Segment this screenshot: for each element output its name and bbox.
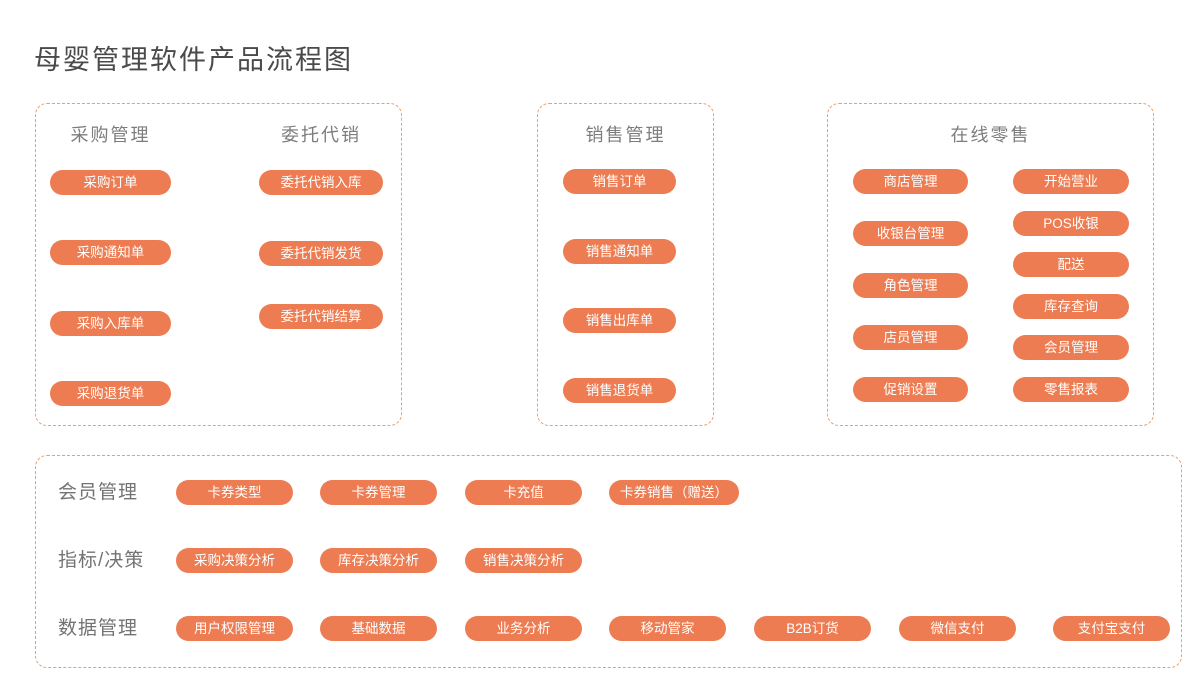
pill-card-coupon-sale-gift: 卡券销售（赠送） [609,480,739,505]
pill-sales-decision-analysis: 销售决策分析 [465,548,582,573]
row-member-management: 会员管理 卡券类型 卡券管理 卡充值 卡券销售（赠送） [36,480,1181,505]
pill-cashier-desk-management: 收银台管理 [853,221,968,246]
pill-sales-outbound: 销售出库单 [563,308,676,334]
pill-consign-shipment: 委托代销发货 [259,241,383,266]
pill-business-analysis: 业务分析 [465,616,582,641]
pill-consign-settlement: 委托代销结算 [259,304,383,329]
row-label-member-management: 会员管理 [58,482,139,503]
pill-sales-order: 销售订单 [563,169,676,194]
pill-card-recharge: 卡充值 [465,480,582,505]
row-label-data-management: 数据管理 [58,618,139,639]
pill-user-permission-management: 用户权限管理 [176,616,293,641]
pill-basic-data: 基础数据 [320,616,437,641]
pill-member-management: 会员管理 [1013,335,1129,361]
pill-sales-return: 销售退货单 [563,377,676,403]
section-header-sales: 销售管理 [585,125,666,145]
pill-card-coupon-type: 卡券类型 [176,480,293,505]
pill-stock-query: 库存查询 [1013,293,1129,319]
pill-delivery: 配送 [1013,252,1129,278]
section-header-online-retail: 在线零售 [950,125,1031,145]
panel-sales: 销售管理 销售订单 销售通知单 销售出库单 销售退货单 [537,103,714,426]
consignment-pill-column: 委托代销入库 委托代销发货 委托代销结算 [259,170,383,329]
panel-purchase-consignment: 采购管理 委托代销 采购订单 采购通知单 采购入库单 采购退货单 委托代销入库 … [35,103,402,426]
pill-retail-report: 零售报表 [1013,376,1129,402]
panel-operations: 会员管理 卡券类型 卡券管理 卡充值 卡券销售（赠送） 指标/决策 采购决策分析… [35,455,1182,668]
sales-pill-column: 销售订单 销售通知单 销售出库单 销售退货单 [563,169,676,403]
row-metrics-decision: 指标/决策 采购决策分析 库存决策分析 销售决策分析 [36,548,1181,573]
pill-start-business: 开始营业 [1013,169,1129,194]
retail-pill-column-right: 开始营业 POS收银 配送 库存查询 会员管理 零售报表 [1013,169,1129,402]
section-header-purchase: 采购管理 [70,125,151,145]
pill-purchase-decision-analysis: 采购决策分析 [176,548,293,573]
pill-b2b-ordering: B2B订货 [754,616,871,641]
pill-card-coupon-management: 卡券管理 [320,480,437,505]
row-data-management: 数据管理 用户权限管理 基础数据 业务分析 移动管家 B2B订货 微信支付 支付… [36,616,1181,641]
pill-wechat-pay: 微信支付 [899,616,1016,641]
pill-mobile-manager: 移动管家 [609,616,726,641]
section-header-consignment: 委托代销 [281,125,361,145]
pill-role-management: 角色管理 [853,273,968,298]
pill-purchase-inbound: 采购入库单 [50,310,171,336]
pill-pos-cashier: POS收银 [1013,210,1129,236]
page-title: 母婴管理软件产品流程图 [34,45,353,75]
panel-online-retail: 在线零售 商店管理 收银台管理 角色管理 店员管理 促销设置 开始营业 POS收… [827,103,1154,426]
pill-purchase-return: 采购退货单 [50,380,171,406]
row-label-metrics-decision: 指标/决策 [58,550,145,571]
pill-purchase-order: 采购订单 [50,170,171,195]
pill-consign-inbound: 委托代销入库 [259,170,383,195]
pill-stock-decision-analysis: 库存决策分析 [320,548,437,573]
pill-alipay-pay: 支付宝支付 [1053,616,1170,641]
purchase-pill-column: 采购订单 采购通知单 采购入库单 采购退货单 [50,170,171,406]
retail-pill-column-left: 商店管理 收银台管理 角色管理 店员管理 促销设置 [853,169,968,402]
pill-promotion-settings: 促销设置 [853,377,968,402]
pill-clerk-management: 店员管理 [853,325,968,350]
pill-purchase-notice: 采购通知单 [50,240,171,266]
pill-sales-notice: 销售通知单 [563,238,676,264]
pill-shop-management: 商店管理 [853,169,968,194]
